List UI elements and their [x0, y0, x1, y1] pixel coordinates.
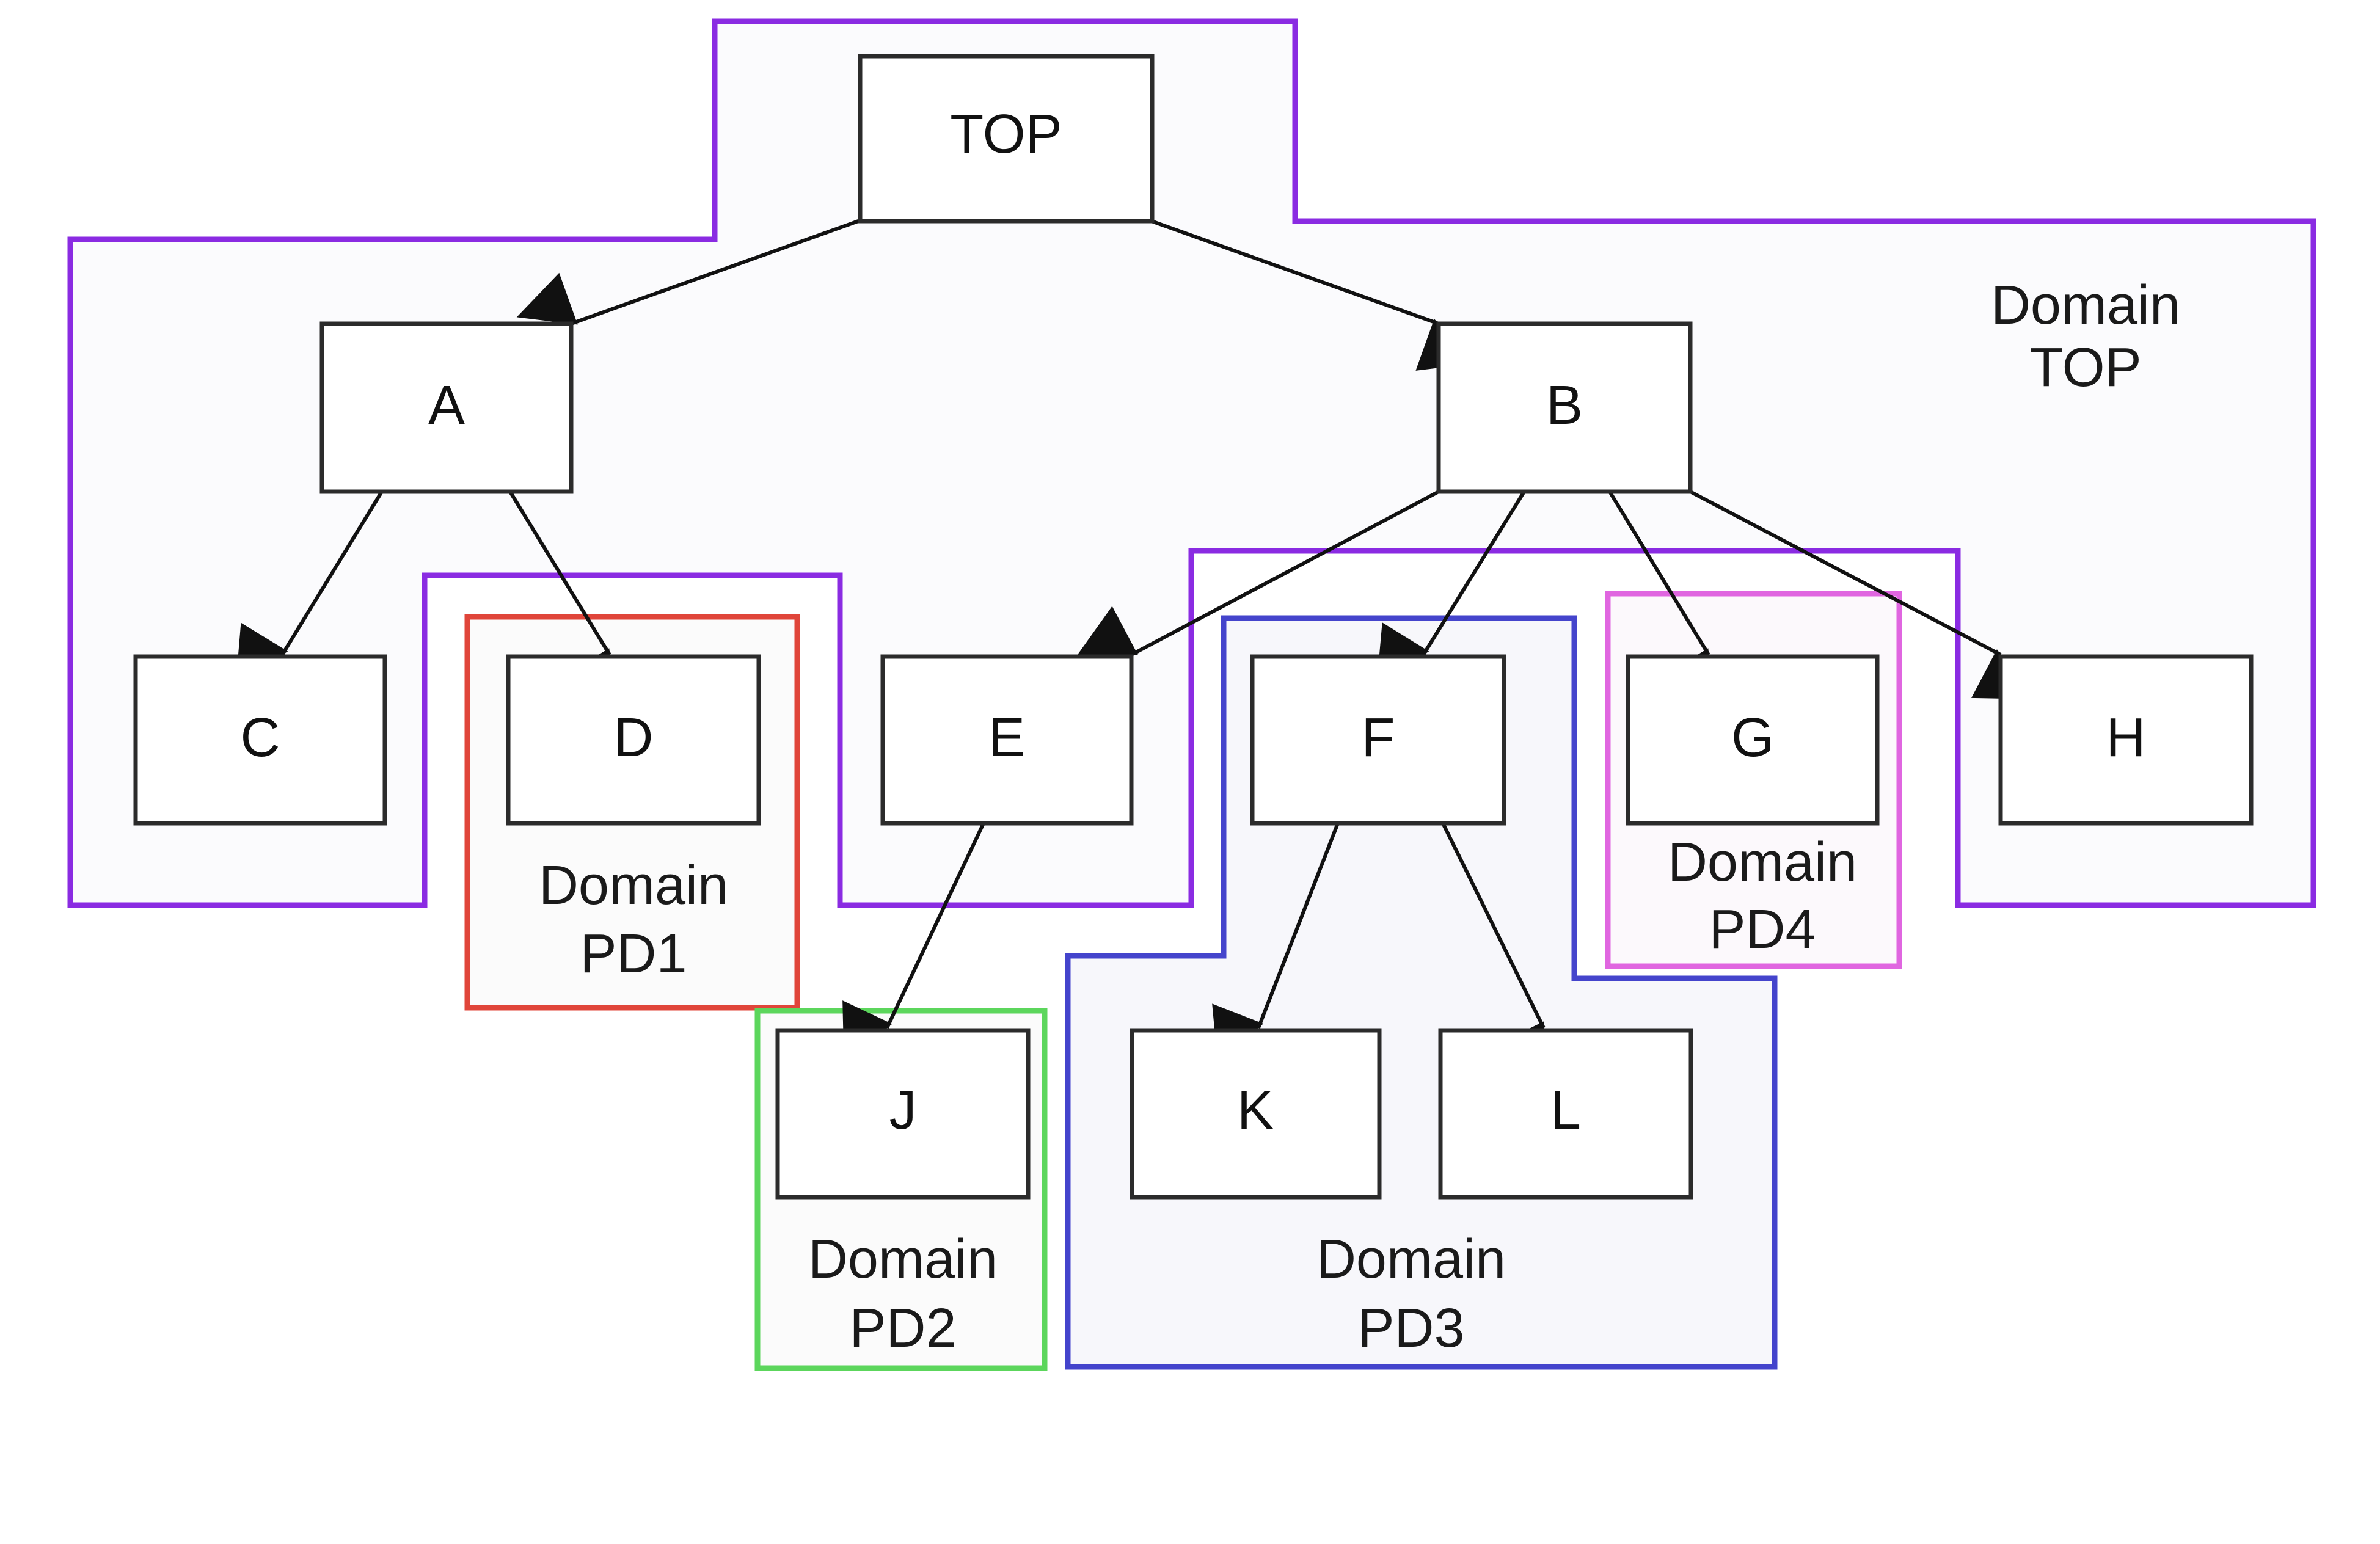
- node-j-label: J: [889, 1080, 917, 1141]
- domain-pd4-label: Domain PD4: [1668, 832, 1857, 960]
- edge-top-a: [516, 219, 860, 326]
- domain-pd3-label: Domain PD3: [1316, 1229, 1506, 1359]
- node-f: F: [1250, 654, 1506, 826]
- node-j: J: [775, 1028, 1031, 1200]
- domain-pd1-label-line2: PD1: [580, 923, 687, 985]
- node-b-label: B: [1546, 375, 1583, 436]
- edge-b-g: [1608, 490, 1714, 710]
- edge-f-l: [1441, 822, 1546, 1083]
- edge-top-b: [1150, 219, 1477, 371]
- node-d: D: [506, 654, 761, 826]
- domain-pd1-label: Domain PD1: [539, 855, 728, 985]
- domain-top-label-line2: TOP: [2029, 337, 2141, 398]
- edge-b-f: [1376, 490, 1526, 684]
- domain-pd4-label-line1: Domain: [1668, 832, 1857, 893]
- domain-top-region: [67, 18, 2316, 908]
- domain-pd2-label-line2: PD2: [849, 1298, 956, 1359]
- domain-pd3-label-line2: PD3: [1357, 1298, 1464, 1359]
- node-k-label: K: [1237, 1080, 1274, 1141]
- node-l-label: L: [1550, 1080, 1581, 1141]
- node-d-label: D: [614, 707, 654, 768]
- node-e: E: [880, 654, 1134, 826]
- node-a-label: A: [428, 375, 465, 436]
- domain-top-label-line1: Domain: [1991, 275, 2180, 336]
- node-l: L: [1438, 1028, 1693, 1200]
- node-g: G: [1626, 654, 1880, 826]
- node-top: TOP: [858, 54, 1155, 224]
- edge-a-c: [235, 490, 384, 684]
- edge-a-d: [508, 490, 615, 710]
- node-k: K: [1130, 1028, 1382, 1200]
- node-h-label: H: [2106, 707, 2146, 768]
- domain-pd3-label-line1: Domain: [1316, 1229, 1506, 1290]
- domain-pd1-label-line1: Domain: [539, 855, 728, 916]
- domain-pd2-label: Domain PD2: [808, 1229, 998, 1359]
- node-h: H: [1998, 654, 2254, 826]
- node-a: A: [319, 321, 574, 494]
- domain-pd2-label-line1: Domain: [808, 1229, 998, 1290]
- edge-b-h: [1689, 490, 2033, 699]
- node-b: B: [1436, 321, 1693, 494]
- edge-b-e: [1076, 490, 1440, 657]
- node-g-label: G: [1731, 707, 1774, 768]
- edge-e-j: [842, 822, 985, 1062]
- node-top-label: TOP: [950, 104, 1062, 165]
- node-e-label: E: [988, 707, 1025, 768]
- node-f-label: F: [1362, 707, 1395, 768]
- edge-f-k: [1212, 822, 1340, 1065]
- node-c-label: C: [241, 707, 280, 768]
- domain-top-label: Domain TOP: [1991, 275, 2180, 398]
- domain-pd4-label-line2: PD4: [1709, 899, 1816, 960]
- node-c: C: [133, 654, 387, 826]
